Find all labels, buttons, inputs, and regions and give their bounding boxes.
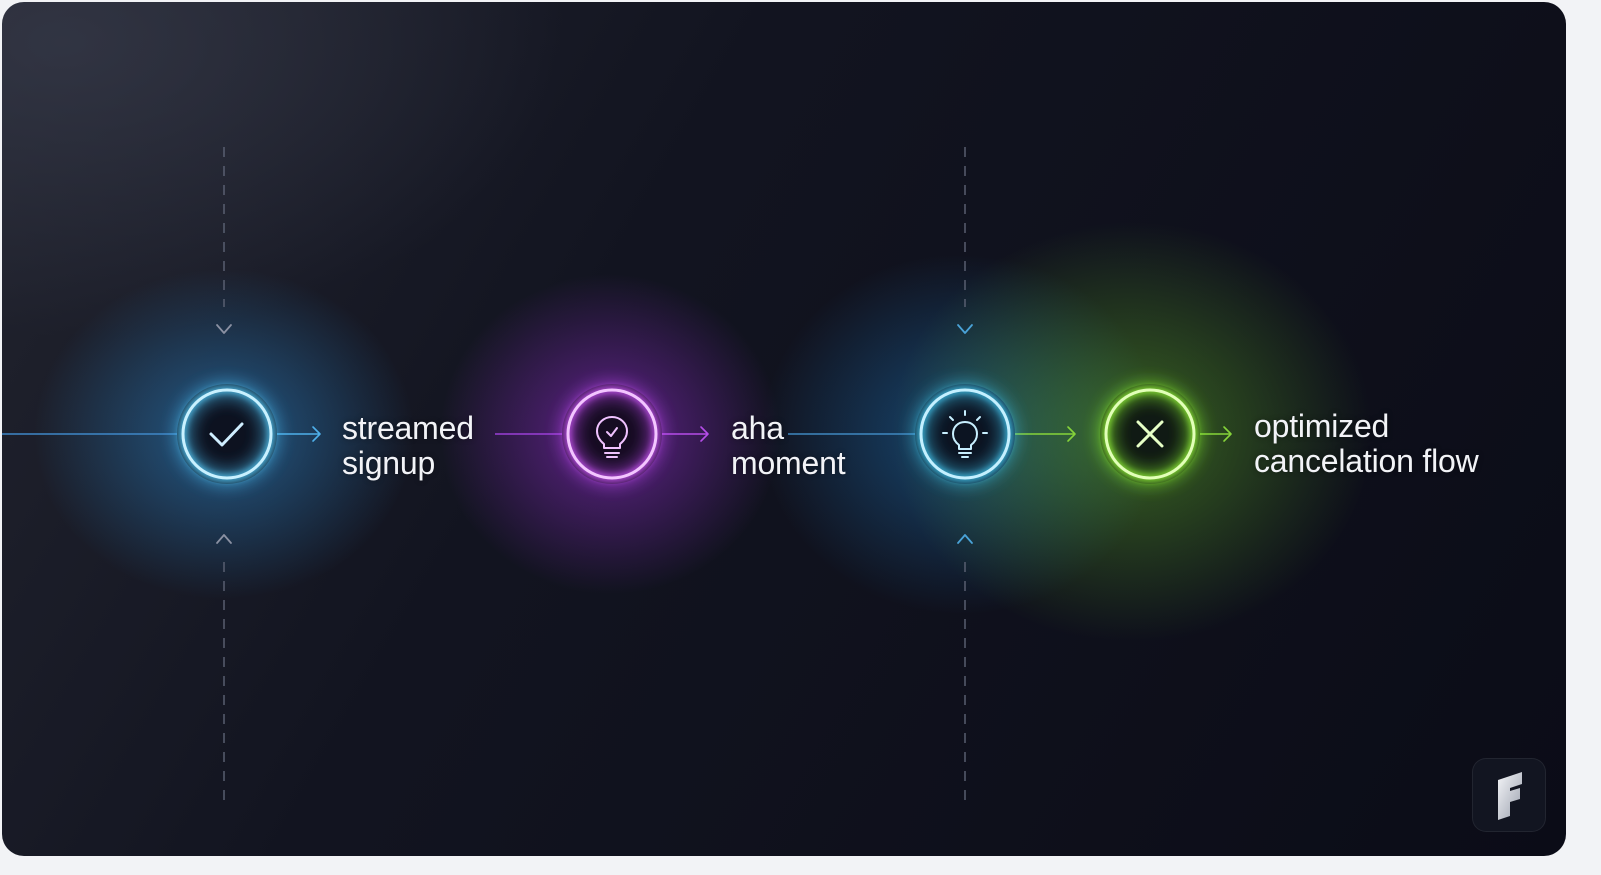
chevron-down-icon bbox=[957, 324, 973, 334]
step-label-line: optimized bbox=[1254, 408, 1390, 444]
step-label-line: aha bbox=[731, 410, 784, 446]
step-node-idea bbox=[915, 384, 1015, 484]
step-label-aha: aha moment bbox=[731, 410, 846, 481]
chevron-up-icon bbox=[957, 534, 973, 544]
step-label-line: moment bbox=[731, 445, 846, 481]
step-node-cancelation bbox=[1100, 384, 1200, 484]
chevron-down-icon bbox=[216, 324, 232, 334]
arrow-right-icon bbox=[312, 426, 321, 442]
flow-diagram bbox=[2, 147, 1372, 802]
step-label-line: signup bbox=[342, 445, 436, 481]
close-icon bbox=[1136, 420, 1164, 448]
lightbulb-idea-icon bbox=[942, 410, 988, 458]
arrow-right-icon bbox=[700, 426, 709, 442]
step-label-line: streamed bbox=[342, 410, 474, 446]
vertical-guides bbox=[223, 147, 966, 802]
brand-logo-icon bbox=[1498, 772, 1522, 820]
step-node-aha bbox=[562, 384, 662, 484]
connectors bbox=[2, 426, 1232, 442]
step-label-line: cancelation flow bbox=[1254, 443, 1479, 479]
brand-logo-badge bbox=[1472, 758, 1546, 832]
arrow-right-icon bbox=[1067, 426, 1076, 442]
step-node-signup bbox=[177, 384, 277, 484]
chevron-up-icon bbox=[216, 534, 232, 544]
diagram-canvas: streamed signup aha moment optimized can… bbox=[2, 2, 1566, 856]
check-icon bbox=[209, 422, 244, 447]
lightbulb-check-icon bbox=[596, 416, 628, 458]
step-label-signup: streamed signup bbox=[342, 411, 474, 481]
arrow-right-icon bbox=[1223, 426, 1232, 442]
step-label-cancelation: optimized cancelation flow bbox=[1254, 409, 1479, 479]
